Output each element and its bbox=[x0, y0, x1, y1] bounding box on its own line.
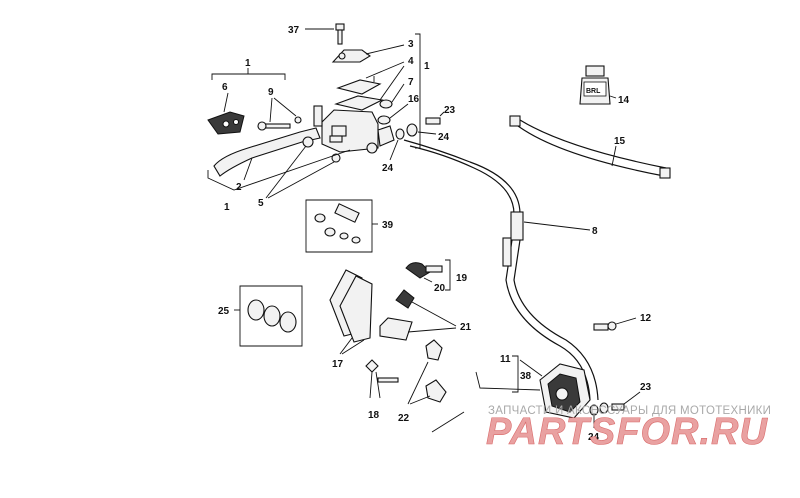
callout-15: 15 bbox=[614, 136, 626, 147]
repair-kit-39 bbox=[305, 199, 378, 253]
callout-1-top: 1 bbox=[245, 58, 251, 69]
callout-23-bottom: 23 bbox=[640, 382, 652, 393]
callout-5: 5 bbox=[258, 198, 264, 209]
callout-39: 39 bbox=[382, 220, 394, 231]
cap-16 bbox=[377, 103, 409, 125]
callout-24-below: 24 bbox=[382, 163, 394, 174]
bolt-37 bbox=[305, 23, 345, 45]
banjo-bolt-23-top bbox=[425, 111, 445, 125]
bracket-1-bottom bbox=[207, 149, 351, 191]
master-cylinder bbox=[313, 105, 395, 154]
callout-24-bottom: 24 bbox=[588, 432, 600, 443]
callout-18: 18 bbox=[368, 410, 380, 421]
watermark: ЗАПЧАСТИ И АКСЕССУАРЫ ДЛЯ МОТОТЕХНИКИ PA… bbox=[486, 405, 771, 453]
brake-lever-2 bbox=[213, 127, 321, 181]
callout-8: 8 bbox=[592, 226, 598, 237]
callout-24-right: 24 bbox=[438, 132, 450, 143]
callout-14: 14 bbox=[618, 95, 630, 106]
guide-bushes-22 bbox=[407, 339, 447, 405]
caliper-screws-18 bbox=[365, 359, 399, 399]
caliper-bolt-12 bbox=[593, 317, 637, 331]
reservoir-cover-4 bbox=[334, 61, 405, 111]
callout-19: 19 bbox=[456, 273, 468, 284]
pad-pin-19 bbox=[405, 259, 451, 291]
callout-7: 7 bbox=[408, 77, 414, 88]
callout-25: 25 bbox=[218, 306, 230, 317]
lever-bracket-top bbox=[211, 68, 286, 80]
callout-2: 2 bbox=[236, 182, 242, 193]
pad-spring-21 bbox=[379, 289, 457, 341]
callout-labels: 37 3 4 1 1 6 9 7 16 23 24 24 2 5 1 39 14… bbox=[218, 25, 652, 443]
callout-16: 16 bbox=[408, 94, 420, 105]
caliper-banjo-23-24 bbox=[589, 391, 641, 428]
caliper-seals-25 bbox=[234, 285, 303, 347]
clamp-3 bbox=[331, 44, 405, 63]
sensor-cable-15 bbox=[509, 115, 671, 179]
callout-1-right: 1 bbox=[424, 61, 430, 72]
lever-adjuster-6 bbox=[207, 92, 245, 135]
callout-38: 38 bbox=[520, 371, 532, 382]
callout-4: 4 bbox=[408, 56, 414, 67]
callout-1-left: 1 bbox=[224, 202, 230, 213]
callout-37: 37 bbox=[288, 25, 300, 36]
callout-9: 9 bbox=[268, 87, 274, 98]
washer-24-top bbox=[389, 123, 437, 161]
callout-22: 22 bbox=[398, 413, 410, 424]
lever-pivot-5 bbox=[265, 136, 341, 199]
bottle-label: BRL bbox=[586, 88, 601, 95]
seal-7 bbox=[379, 83, 405, 109]
callout-12: 12 bbox=[640, 313, 652, 324]
watermark-subtitle: ЗАПЧАСТИ И АКСЕССУАРЫ ДЛЯ МОТОТЕХНИКИ bbox=[488, 405, 771, 417]
callout-21: 21 bbox=[460, 322, 472, 333]
brake-caliper-38 bbox=[431, 355, 591, 433]
callout-3: 3 bbox=[408, 39, 414, 50]
callout-23-top: 23 bbox=[444, 105, 456, 116]
callout-17: 17 bbox=[332, 359, 344, 370]
brake-fluid-bottle-14: BRL bbox=[579, 65, 617, 105]
callout-6: 6 bbox=[222, 82, 228, 93]
lever-screws-9 bbox=[257, 97, 302, 131]
watermark-brand: PARTSFOR.RU bbox=[486, 411, 768, 453]
brake-pads-17 bbox=[329, 269, 373, 355]
callout-11: 11 bbox=[500, 354, 511, 365]
callout-20: 20 bbox=[434, 283, 446, 294]
